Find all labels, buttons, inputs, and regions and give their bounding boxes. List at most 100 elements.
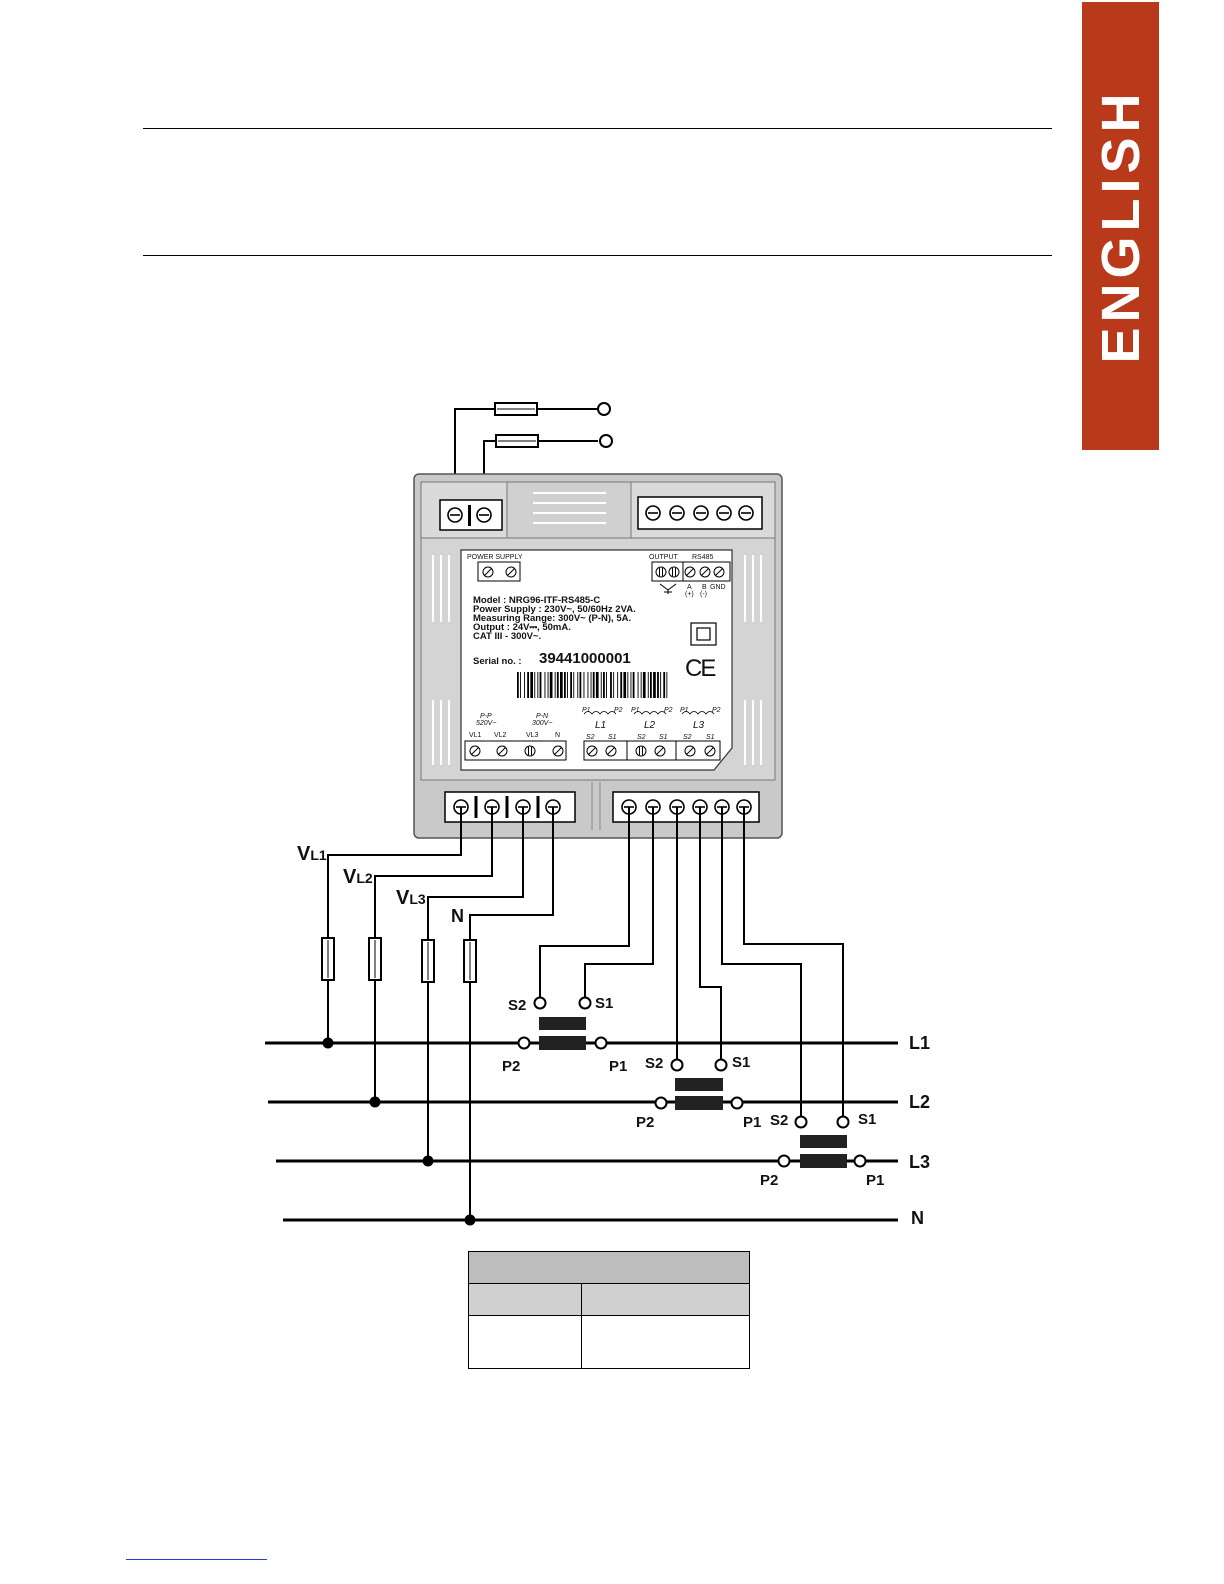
- barcode: [517, 672, 668, 698]
- header-rule-top: [143, 128, 1052, 129]
- terminal-screw-icon: [669, 505, 685, 521]
- ct2-p1-label: P1: [743, 1114, 761, 1131]
- voltage-label-vl2: VL2: [343, 866, 373, 888]
- current-transformer-l2: S2 S1 P2 P1: [636, 1054, 761, 1131]
- ct1-s1-label: S1: [595, 995, 613, 1012]
- svg-text:P2: P2: [614, 707, 623, 714]
- current-transformer-l1: S2 S1 P2 P1: [502, 995, 627, 1075]
- rs485-a-label: A: [687, 584, 692, 591]
- pn-voltage: 300V~: [532, 720, 552, 727]
- plate-terminal-icons: [469, 566, 725, 757]
- svg-text:S1: S1: [659, 734, 668, 741]
- line-label-l2: L2: [909, 1092, 930, 1112]
- svg-text:P1: P1: [582, 707, 591, 714]
- category-text: CAT III - 300V~.: [473, 631, 541, 642]
- ct3-p2-label: P2: [760, 1172, 778, 1189]
- voltage-label-n: N: [451, 906, 464, 926]
- voltage-fuses: [321, 937, 477, 983]
- terminal-label-vl3: VL3: [526, 732, 539, 739]
- plate-screw-icon: [713, 566, 725, 578]
- current-wiring: [539, 807, 844, 1116]
- plate-screw-icon: [635, 745, 647, 757]
- plate-screw-icon: [552, 745, 564, 757]
- measuring-range-text: Measuring Range: 300V~ (P-N), 5A.: [473, 613, 631, 624]
- svg-text:P2: P2: [712, 707, 721, 714]
- language-tab: ENGLISH: [1082, 2, 1159, 450]
- terminal-screw-icon: [693, 505, 709, 521]
- plate-screw-icon: [496, 745, 508, 757]
- terminal-screw-icon: [738, 505, 754, 521]
- terminal-screw-icon: [447, 507, 463, 523]
- rs485-b-label: B: [702, 584, 707, 591]
- ct1-p1-label: P1: [609, 1058, 627, 1075]
- terminal-screw-icon: [716, 505, 732, 521]
- model-text: Model : NRG96-ITF-RS485-C: [473, 595, 600, 606]
- plate-screw-icon: [684, 566, 696, 578]
- output-spec-text: Output : 24V⎓, 50mA.: [473, 622, 571, 633]
- plate-screw-icon: [655, 566, 667, 578]
- current-terminal-block: [612, 791, 760, 823]
- terminal-screws: [447, 505, 754, 815]
- ct-input-l3: P1 P2 L3 S2 S1: [680, 707, 721, 741]
- supply-terminal: [599, 434, 613, 448]
- ct3-p1-label: P1: [866, 1172, 884, 1189]
- svg-text:S2: S2: [683, 734, 692, 741]
- svg-text:P2: P2: [664, 707, 673, 714]
- plate-screw-icon: [605, 745, 617, 757]
- ct2-s2-label: S2: [645, 1055, 663, 1072]
- output-label: OUTPUT: [649, 554, 679, 561]
- svg-text:P1: P1: [631, 707, 640, 714]
- ct2-s1-label: S1: [732, 1054, 750, 1071]
- header-rule-bottom: [143, 255, 1052, 256]
- ct-input-l2: P1 P2 L2 S2 S1: [631, 707, 673, 741]
- svg-text:P1: P1: [680, 707, 689, 714]
- reference-table: [468, 1251, 750, 1369]
- junction-dots: [322, 1037, 476, 1226]
- supply-terminal: [597, 402, 611, 416]
- voltage-label-vl1: VL1: [297, 843, 327, 865]
- table-header: [468, 1251, 750, 1284]
- power-supply-fuse: [494, 402, 538, 416]
- plate-screw-icon: [654, 745, 666, 757]
- terminal-label-vl1: VL1: [469, 732, 482, 739]
- ct-input-l1: P1 P2 L1 S2 S1: [582, 707, 623, 741]
- pn-label: P-N: [536, 713, 549, 720]
- terminal-screw-icon: [476, 507, 492, 523]
- plate-screw-icon: [482, 566, 494, 578]
- svg-text:S1: S1: [706, 734, 715, 741]
- terminal-label-n: N: [555, 732, 560, 739]
- ct2-p2-label: P2: [636, 1114, 654, 1131]
- line-label-l1: L1: [909, 1033, 930, 1053]
- mains-lines: [265, 1041, 898, 1222]
- ce-mark-icon: CE: [685, 655, 715, 682]
- footer-link-underline: [126, 1559, 267, 1560]
- current-transformer-l3: S2 S1 P2 P1: [760, 1111, 884, 1189]
- plate-screw-icon: [586, 745, 598, 757]
- svg-text:L2: L2: [644, 720, 656, 731]
- rs485-gnd-label: GND: [710, 584, 726, 591]
- rs485-label: RS485: [692, 554, 714, 561]
- serial-label: Serial no. :: [473, 656, 522, 667]
- terminal-screw-icon: [645, 505, 661, 521]
- terminal-label-vl2: VL2: [494, 732, 507, 739]
- table-cell: [581, 1315, 750, 1369]
- voltage-label-vl3: VL3: [396, 887, 426, 909]
- ct3-s2-label: S2: [770, 1112, 788, 1129]
- pp-label: P-P: [480, 713, 492, 720]
- svg-text:S2: S2: [586, 734, 595, 741]
- serial-number: 39441000001: [539, 650, 631, 667]
- ct3-s1-label: S1: [858, 1111, 876, 1128]
- plate-screw-icon: [469, 745, 481, 757]
- svg-text:S1: S1: [608, 734, 617, 741]
- power-supply-fuse: [495, 434, 539, 448]
- svg-text:L1: L1: [595, 720, 606, 731]
- rs485-b-polarity: (-): [700, 591, 707, 598]
- pp-voltage: 520V~: [476, 720, 496, 727]
- table-subheader-cell: [468, 1283, 582, 1316]
- plate-screw-icon: [505, 566, 517, 578]
- power-spec-text: Power Supply : 230V~, 50/60Hz 2VA.: [473, 604, 636, 615]
- plate-screw-icon: [704, 745, 716, 757]
- plate-screw-icon: [684, 745, 696, 757]
- plate-screw-icon: [524, 745, 536, 757]
